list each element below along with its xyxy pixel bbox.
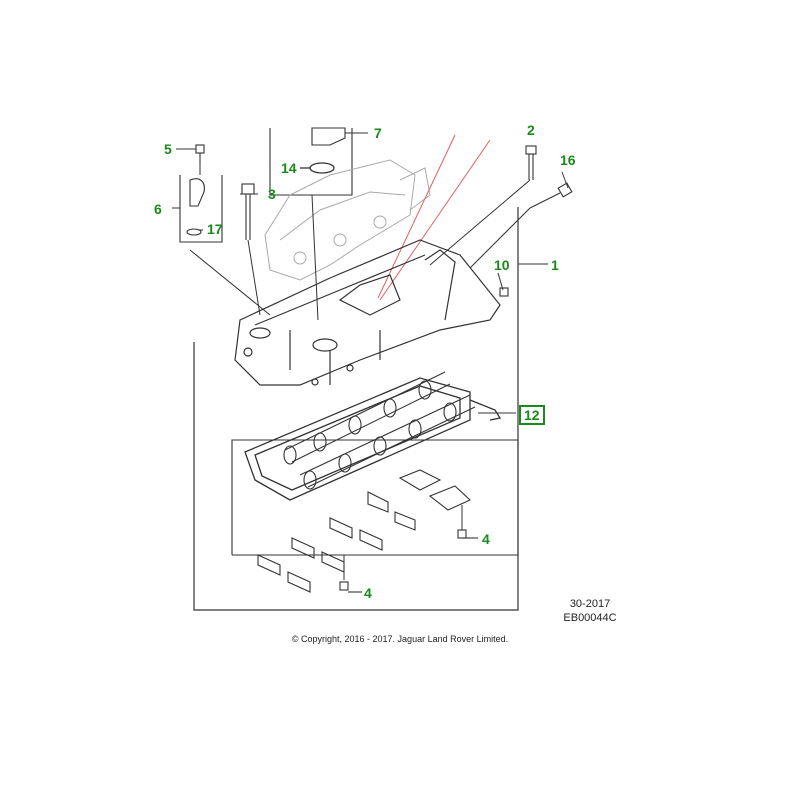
cam-cover (234, 239, 501, 386)
bolt-4a (457, 529, 478, 539)
part-code: EB00044C (563, 612, 617, 624)
callout-1[interactable]: 1 (551, 257, 559, 273)
callout-2[interactable]: 2 (527, 122, 535, 138)
callout-6[interactable]: 6 (154, 201, 162, 217)
date-code: 30-2017 (569, 598, 611, 610)
bolt-16 (529, 182, 573, 209)
callout-4-lower[interactable]: 4 (364, 585, 372, 601)
ghost-cover (264, 159, 431, 281)
leader-lines (189, 165, 531, 580)
callout-10[interactable]: 10 (494, 257, 510, 273)
bolt-2 (525, 145, 537, 180)
callout-7[interactable]: 7 (374, 125, 382, 141)
callout-16[interactable]: 16 (560, 152, 576, 168)
callout-4-upper[interactable]: 4 (482, 531, 490, 547)
callout-3[interactable]: 3 (268, 186, 276, 202)
callout-leaders (172, 148, 569, 231)
gasket-12 (244, 377, 502, 501)
bolt-5 (195, 144, 205, 165)
copyright-notice: © Copyright, 2016 - 2017. Jaguar Land Ro… (291, 634, 509, 644)
inset-box-7-14 (269, 128, 353, 196)
camshafts (283, 371, 476, 490)
bearing-caps (257, 469, 471, 593)
seal-14 (300, 162, 335, 174)
callout-14[interactable]: 14 (281, 160, 297, 176)
part-7 (311, 127, 368, 146)
callout-5[interactable]: 5 (164, 141, 172, 157)
red-pointers (377, 134, 491, 301)
sensor-10 (499, 287, 509, 297)
bracket-frame-1 (193, 207, 519, 611)
bracket-frame-12 (231, 439, 518, 555)
bolt-3 (241, 183, 255, 240)
callout-17[interactable]: 17 (207, 221, 223, 237)
callout-12[interactable]: 12 (519, 405, 545, 425)
bolt-4b (339, 581, 362, 593)
